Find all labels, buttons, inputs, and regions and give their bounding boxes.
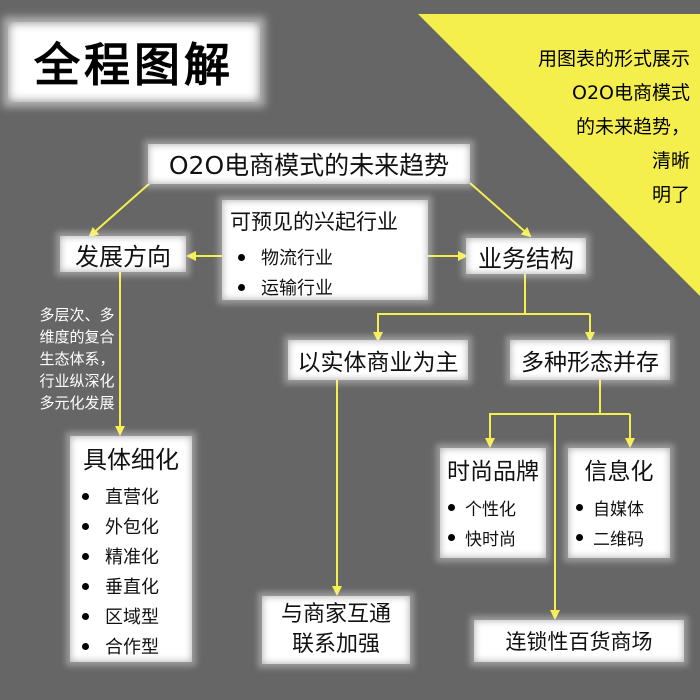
corner-note-line: 的未来趋势，: [575, 116, 690, 138]
specific-item: 区域型: [70, 601, 192, 631]
corner-note-line: 明了: [651, 184, 690, 206]
side-note-line: 维度的复合: [39, 328, 115, 346]
physical-node: 以实体商业为主: [288, 340, 468, 380]
corner-note-line: 清晰: [651, 150, 690, 172]
direction-node: 发展方向: [60, 236, 186, 272]
corner-note-line: 用图表的形式展示: [537, 48, 690, 70]
chain-label: 连锁性百货商场: [505, 630, 653, 654]
physical-label: 以实体商业为主: [297, 350, 459, 376]
specific-item: 合作型: [70, 631, 192, 661]
info-item: 自媒体: [568, 492, 670, 522]
side-note: 多层次、多 维度的复合 生态体系， 行业纵深化 多元化发展: [32, 304, 122, 414]
page-title-box: 全程图解: [8, 22, 260, 102]
fashion-item: 个性化: [440, 492, 546, 522]
multi-node: 多种形态并存: [510, 340, 670, 380]
direction-label: 发展方向: [75, 242, 171, 271]
side-note-line: 多元化发展: [39, 394, 115, 412]
specific-item: 直营化: [70, 481, 192, 511]
info-heading: 信息化: [584, 459, 654, 485]
fashion-box: 时尚品牌 个性化 快时尚: [440, 448, 546, 558]
industries-item: 物流行业: [230, 242, 428, 272]
specific-item: 垂直化: [70, 571, 192, 601]
info-box: 信息化 自媒体 二维码: [568, 448, 670, 558]
specific-box: 具体细化 直营化 外包化 精准化 垂直化 区域型 合作型: [70, 436, 192, 662]
fashion-heading: 时尚品牌: [447, 459, 539, 485]
root-node: O2O电商模式的未来趋势: [148, 144, 470, 184]
specific-item: 外包化: [70, 511, 192, 541]
industries-box: 可预见的兴起行业 物流行业 运输行业: [222, 200, 428, 300]
corner-note-line: O2O电商模式: [572, 82, 690, 104]
industries-heading: 可预见的兴起行业: [230, 210, 398, 234]
page-title: 全程图解: [34, 38, 234, 92]
business-node: 业务结构: [466, 238, 586, 274]
business-label: 业务结构: [478, 244, 574, 273]
industries-item: 运输行业: [230, 272, 428, 302]
merchant-node: 与商家互通 联系加强: [262, 596, 410, 664]
multi-label: 多种形态并存: [521, 350, 659, 376]
fashion-item: 快时尚: [440, 522, 546, 552]
merchant-line: 与商家互通: [280, 602, 391, 627]
side-note-line: 行业纵深化: [39, 372, 115, 390]
merchant-line: 联系加强: [291, 632, 380, 657]
root-node-label: O2O电商模式的未来趋势: [168, 151, 450, 180]
side-note-line: 多层次、多: [39, 306, 115, 324]
side-note-line: 生态体系，: [39, 350, 115, 368]
info-item: 二维码: [568, 522, 670, 552]
chain-node: 连锁性百货商场: [474, 620, 684, 662]
specific-heading: 具体细化: [83, 446, 179, 474]
corner-note: 用图表的形式展示 O2O电商模式 的未来趋势， 清晰 明了: [510, 42, 690, 212]
specific-item: 精准化: [70, 541, 192, 571]
